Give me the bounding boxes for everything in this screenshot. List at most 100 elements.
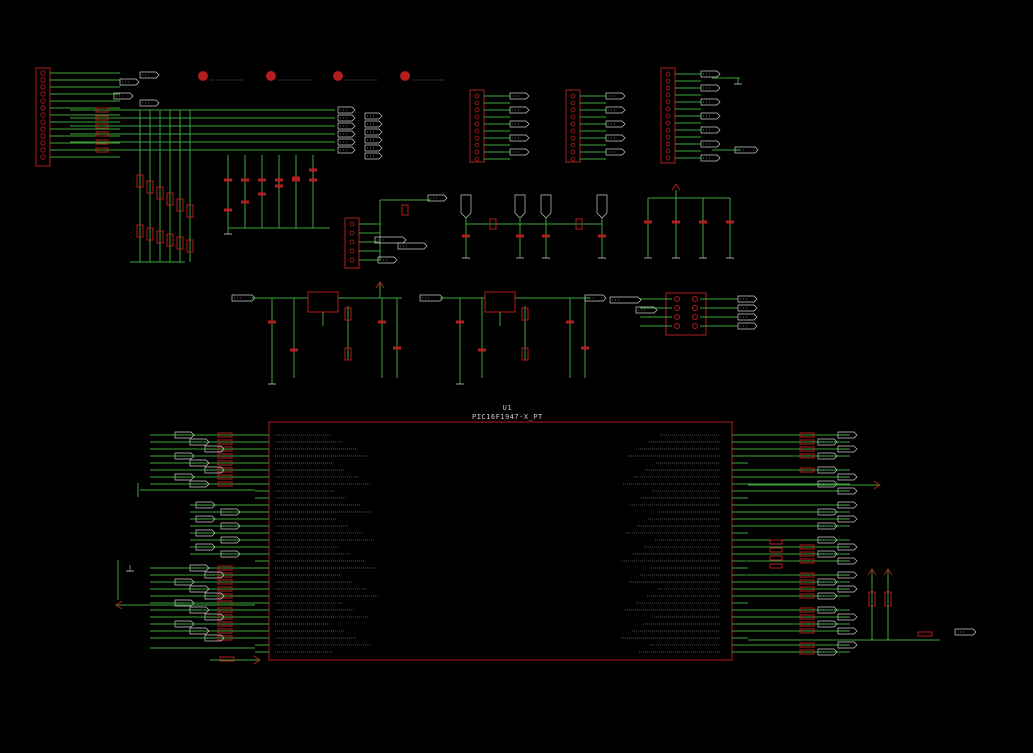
connector-pin bbox=[570, 114, 576, 120]
net-label bbox=[231, 294, 256, 302]
mounting-hole bbox=[198, 71, 208, 81]
net-label bbox=[364, 152, 383, 160]
connector-pin bbox=[692, 305, 698, 311]
net-label bbox=[737, 304, 758, 312]
net-label bbox=[337, 130, 356, 138]
connector-pin bbox=[40, 98, 46, 104]
connector-pin bbox=[570, 128, 576, 134]
net-label bbox=[817, 606, 838, 614]
connector-pin bbox=[474, 114, 480, 120]
component-outline bbox=[799, 467, 815, 473]
capacitor bbox=[224, 208, 232, 212]
net-label bbox=[174, 620, 195, 628]
connector-pin bbox=[570, 100, 576, 106]
net-label bbox=[954, 628, 977, 636]
net-label bbox=[139, 99, 160, 107]
power-flag bbox=[514, 194, 526, 219]
connector-pin bbox=[665, 92, 671, 98]
component-outline bbox=[799, 642, 815, 648]
component-outline bbox=[565, 89, 581, 163]
net-label bbox=[509, 148, 530, 156]
net-label bbox=[189, 606, 210, 614]
connector-pin bbox=[474, 93, 480, 99]
connector-pin bbox=[40, 112, 46, 118]
net-label bbox=[817, 620, 838, 628]
supply-arrow bbox=[867, 568, 877, 576]
connector-pin bbox=[474, 100, 480, 106]
component-outline bbox=[344, 217, 360, 269]
net-label bbox=[837, 431, 858, 439]
connector-pin bbox=[570, 121, 576, 127]
net-label bbox=[734, 146, 759, 154]
component-outline bbox=[769, 563, 783, 569]
ic-title-block: U1 PIC16F1947-X_PT bbox=[472, 404, 543, 422]
net-label bbox=[817, 508, 838, 516]
component-outline bbox=[344, 347, 352, 361]
component-outline bbox=[176, 198, 184, 212]
net-label bbox=[364, 144, 383, 152]
connector-pin bbox=[665, 71, 671, 77]
capacitor bbox=[268, 320, 276, 324]
connector-pin bbox=[665, 120, 671, 126]
capacitor bbox=[378, 320, 386, 324]
component-outline bbox=[799, 558, 815, 564]
connector-pin bbox=[665, 127, 671, 133]
connector-pin bbox=[674, 323, 680, 329]
mounting-hole bbox=[400, 71, 410, 81]
supply-arrow bbox=[883, 568, 893, 576]
component-outline bbox=[799, 607, 815, 613]
connector-pin bbox=[474, 149, 480, 155]
component-outline bbox=[799, 593, 815, 599]
component-outline bbox=[95, 107, 109, 113]
connector-pin bbox=[349, 230, 355, 236]
capacitor bbox=[292, 176, 300, 180]
component-outline bbox=[799, 579, 815, 585]
net-label bbox=[204, 445, 225, 453]
connector-pin bbox=[349, 248, 355, 254]
component-outline bbox=[217, 579, 233, 585]
connector-pin bbox=[570, 93, 576, 99]
net-label bbox=[700, 112, 721, 120]
net-label bbox=[174, 473, 195, 481]
net-label bbox=[174, 431, 195, 439]
capacitor bbox=[258, 192, 266, 196]
net-label bbox=[837, 473, 858, 481]
component-outline bbox=[35, 67, 51, 167]
net-label bbox=[817, 648, 838, 656]
capacitor bbox=[726, 220, 734, 224]
capacitor bbox=[258, 178, 266, 182]
component-outline bbox=[799, 621, 815, 627]
component-outline bbox=[95, 131, 109, 137]
connector-pin bbox=[474, 107, 480, 113]
net-label bbox=[737, 295, 758, 303]
component-outline bbox=[156, 230, 164, 244]
net-label bbox=[509, 134, 530, 142]
net-label bbox=[374, 236, 407, 244]
capacitor bbox=[581, 346, 589, 350]
net-label bbox=[204, 571, 225, 579]
connector-pin bbox=[474, 128, 480, 134]
connector-pin bbox=[665, 141, 671, 147]
net-label bbox=[139, 71, 160, 79]
supply-arrow bbox=[375, 281, 385, 289]
connector-pin bbox=[349, 239, 355, 245]
net-label bbox=[204, 466, 225, 474]
component-outline bbox=[186, 204, 194, 218]
connector-pin bbox=[474, 142, 480, 148]
component-outline bbox=[799, 453, 815, 459]
net-label bbox=[837, 501, 858, 509]
connector-pin bbox=[570, 135, 576, 141]
component-outline bbox=[799, 649, 815, 655]
net-label bbox=[605, 120, 626, 128]
component-outline bbox=[484, 291, 516, 313]
net-label bbox=[605, 92, 626, 100]
net-label bbox=[737, 322, 758, 330]
capacitor bbox=[542, 234, 550, 238]
connector-pin bbox=[674, 296, 680, 302]
connector-pin bbox=[692, 314, 698, 320]
net-label bbox=[817, 466, 838, 474]
connector-pin bbox=[40, 147, 46, 153]
connector-pin bbox=[665, 85, 671, 91]
capacitor bbox=[241, 178, 249, 182]
connector-pin bbox=[570, 142, 576, 148]
